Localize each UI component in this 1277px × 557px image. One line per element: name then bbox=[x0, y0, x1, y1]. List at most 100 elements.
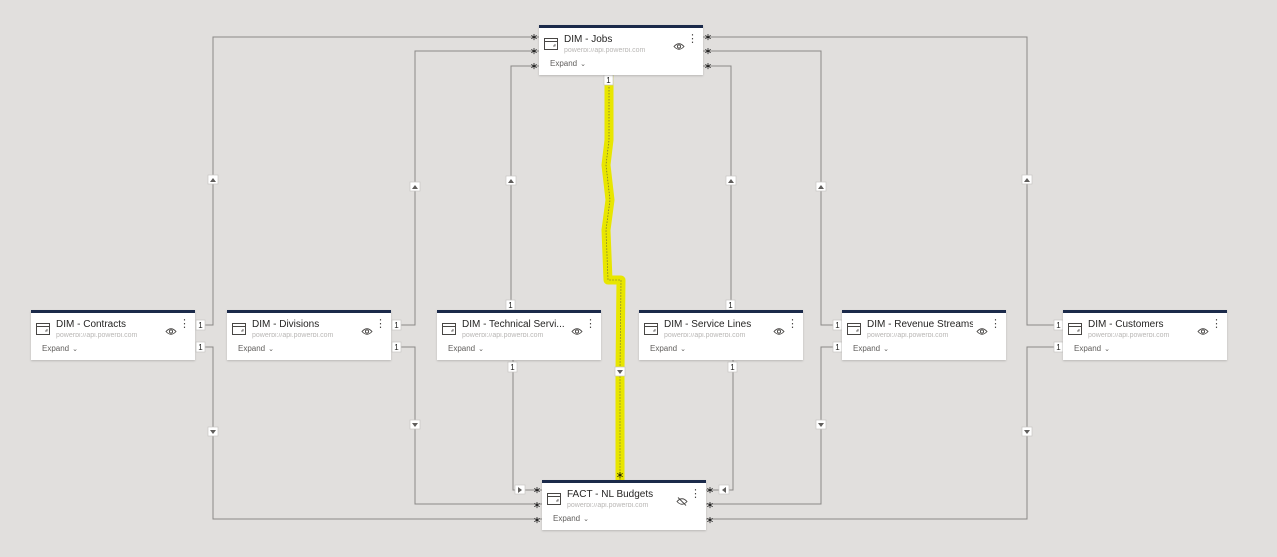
link-jobs-divisions[interactable] bbox=[400, 50, 539, 326]
arrow-jobs-budgets bbox=[614, 366, 626, 377]
eye-icon[interactable] bbox=[165, 323, 177, 335]
card-one-divisions-top: 1 bbox=[391, 319, 402, 331]
arrow-techserv-budgets bbox=[514, 484, 526, 495]
many-jobs-left-2: * bbox=[531, 47, 538, 62]
arrow-contracts bbox=[207, 174, 219, 185]
table-card-techserv[interactable]: DIM - Technical Servi...powerbi://api.po… bbox=[437, 310, 601, 360]
table-card-revstreams[interactable]: DIM - Revenue Streams powerbi://api.power… bbox=[842, 310, 1006, 360]
table-source: powerbi://api.powerbi.com bbox=[664, 333, 746, 339]
expand-label: Expand bbox=[238, 344, 266, 353]
svg-text:1: 1 bbox=[394, 321, 399, 330]
expand-button[interactable]: Expand⌄ bbox=[853, 344, 889, 353]
table-icon bbox=[544, 37, 558, 50]
expand-label: Expand bbox=[448, 344, 476, 353]
table-source: powerbi://api.powerbi.com bbox=[564, 48, 646, 54]
expand-label: Expand bbox=[42, 344, 70, 353]
many-jobs-right-2: * bbox=[705, 47, 712, 62]
card-one-techserv-top: 1 bbox=[505, 299, 516, 311]
chevron-down-icon: ⌄ bbox=[72, 344, 79, 353]
table-source: powerbi://api.powerbi.com bbox=[1088, 333, 1170, 339]
chevron-down-icon: ⌄ bbox=[680, 344, 687, 353]
svg-text:1: 1 bbox=[198, 321, 203, 330]
svg-text:1: 1 bbox=[394, 343, 399, 352]
arrow-customers bbox=[1021, 174, 1033, 185]
more-options-icon[interactable]: ⋮ bbox=[179, 317, 190, 330]
link-jobs-customers[interactable] bbox=[703, 36, 1063, 326]
many-budgets-left-1: * bbox=[534, 486, 541, 501]
link-servlines-budgets[interactable] bbox=[706, 360, 734, 491]
table-icon bbox=[232, 322, 246, 335]
eye-icon[interactable] bbox=[773, 323, 785, 335]
more-options-icon[interactable]: ⋮ bbox=[787, 317, 798, 330]
card-one-revstreams-top: 1 bbox=[832, 319, 843, 331]
expand-button[interactable]: Expand⌄ bbox=[42, 344, 78, 353]
table-source: powerbi://api.powerbi.com bbox=[56, 333, 138, 339]
table-source: powerbi://api.powerbi.com bbox=[567, 503, 649, 509]
link-divisions-budgets[interactable] bbox=[400, 346, 542, 505]
chevron-down-icon: ⌄ bbox=[478, 344, 485, 353]
card-one-techserv-bottom: 1 bbox=[507, 361, 518, 373]
card-one-servlines-top: 1 bbox=[725, 299, 736, 311]
table-card-contracts[interactable]: DIM - Contracts powerbi://api.powerbi.com… bbox=[31, 310, 195, 360]
table-title: DIM - Contracts bbox=[56, 319, 127, 330]
chevron-down-icon: ⌄ bbox=[583, 514, 590, 523]
svg-text:1: 1 bbox=[728, 301, 733, 310]
link-contracts-budgets[interactable] bbox=[205, 346, 542, 520]
link-jobs-techserv[interactable] bbox=[510, 65, 539, 310]
eye-icon[interactable] bbox=[571, 323, 583, 335]
eye-icon[interactable] bbox=[976, 323, 988, 335]
eye-hidden-icon[interactable] bbox=[676, 493, 688, 506]
many-budgets-right-3: * bbox=[707, 516, 714, 531]
more-options-icon[interactable]: ⋮ bbox=[690, 487, 701, 500]
card-one-contracts-bottom: 1 bbox=[195, 341, 206, 353]
card-one-revstreams-bottom: 1 bbox=[832, 341, 843, 353]
table-title: DIM - Jobs bbox=[564, 34, 613, 45]
expand-button[interactable]: Expand⌄ bbox=[553, 514, 589, 523]
link-customers-budgets[interactable] bbox=[706, 346, 1063, 520]
expand-button[interactable]: Expand⌄ bbox=[550, 59, 586, 68]
more-options-icon[interactable]: ⋮ bbox=[1211, 317, 1222, 330]
link-jobs-servlines[interactable] bbox=[703, 65, 732, 310]
chevron-down-icon: ⌄ bbox=[580, 59, 587, 68]
expand-button[interactable]: Expand⌄ bbox=[448, 344, 484, 353]
expand-button[interactable]: Expand⌄ bbox=[238, 344, 274, 353]
expand-button[interactable]: Expand⌄ bbox=[650, 344, 686, 353]
table-source: powerbi://api.powerbi.com bbox=[252, 333, 334, 339]
link-techserv-budgets[interactable] bbox=[512, 360, 542, 491]
many-jobs-left-3: * bbox=[531, 62, 538, 77]
many-jobs-right-3: * bbox=[705, 62, 712, 77]
more-options-icon[interactable]: ⋮ bbox=[585, 317, 596, 330]
expand-label: Expand bbox=[650, 344, 678, 353]
table-icon bbox=[847, 322, 861, 335]
eye-icon[interactable] bbox=[673, 38, 685, 50]
table-icon bbox=[547, 492, 561, 505]
link-jobs-budgets[interactable] bbox=[605, 75, 622, 480]
svg-text:1: 1 bbox=[508, 301, 513, 310]
table-icon bbox=[442, 322, 456, 335]
expand-button[interactable]: Expand⌄ bbox=[1074, 344, 1110, 353]
link-jobs-budgets-highlight[interactable] bbox=[601, 75, 626, 480]
chevron-down-icon: ⌄ bbox=[1104, 344, 1111, 353]
more-options-icon[interactable]: ⋮ bbox=[375, 317, 386, 330]
link-jobs-contracts[interactable] bbox=[205, 36, 539, 326]
arrow-servlines bbox=[725, 175, 737, 186]
more-options-icon[interactable]: ⋮ bbox=[687, 32, 698, 45]
expand-label: Expand bbox=[550, 59, 578, 68]
table-title: FACT - NL Budgets bbox=[567, 489, 654, 500]
more-options-icon[interactable]: ⋮ bbox=[990, 317, 1001, 330]
table-card-budgets[interactable]: FACT - NL Budgets powerbi://api.powerbi.c… bbox=[542, 480, 706, 530]
table-card-jobs[interactable]: DIM - Jobs powerbi://api.powerbi.com ⋮ Expa… bbox=[539, 25, 703, 75]
svg-text:1: 1 bbox=[835, 343, 840, 352]
table-source: powerbi://api.powerbi.com bbox=[867, 333, 949, 339]
many-budgets-top: * bbox=[617, 471, 624, 486]
eye-icon[interactable] bbox=[361, 323, 373, 335]
table-source: powerbi://api.powerbi.com bbox=[462, 333, 544, 339]
arrow-techserv bbox=[505, 175, 517, 186]
eye-icon[interactable] bbox=[1197, 323, 1209, 335]
card-one-jobs: 1 bbox=[603, 74, 614, 86]
table-title: DIM - Revenue Streams bbox=[867, 319, 973, 330]
